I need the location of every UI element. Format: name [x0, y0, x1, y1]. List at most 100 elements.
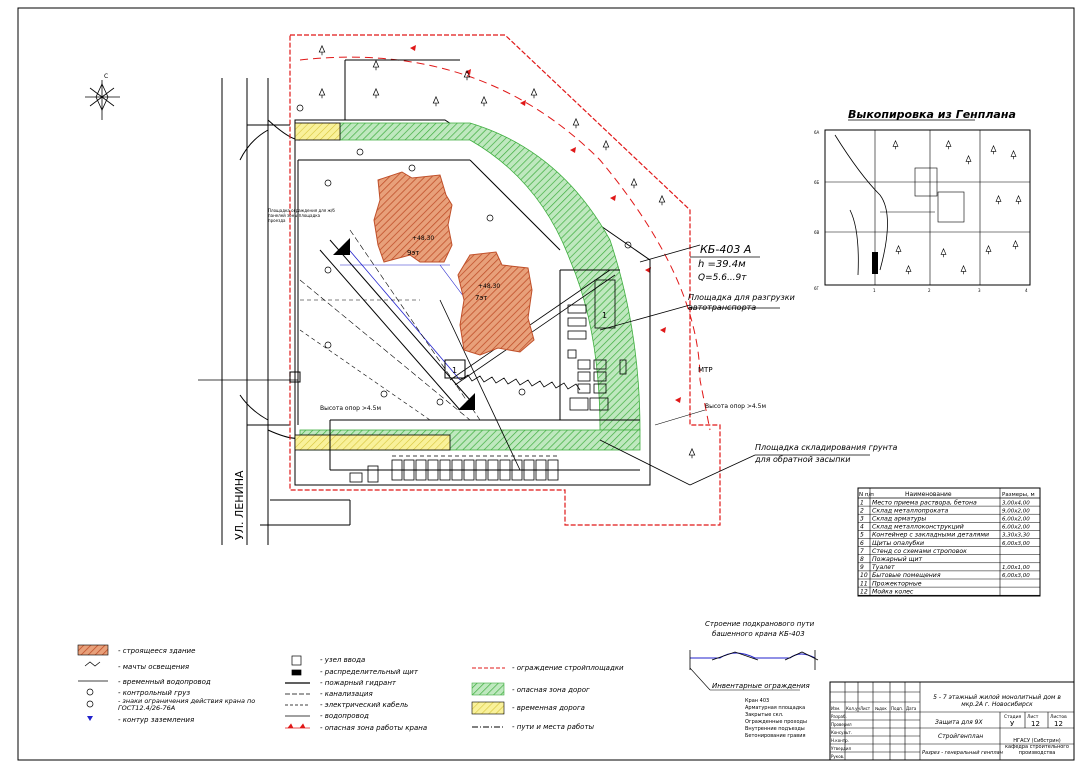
table-header-name: Наименование: [905, 491, 952, 498]
table-cell: 2: [860, 507, 864, 514]
storage-blocks: [567, 279, 627, 411]
legend-crane-danger: - опасная зона работы крана: [320, 724, 427, 732]
svg-text:Н.контр.: Н.контр.: [831, 738, 849, 743]
svg-text:КБ-403 А: КБ-403 А: [700, 243, 751, 256]
svg-text:Подп.: Подп.: [891, 706, 903, 711]
track-section: Строение подкранового пути башенного кра…: [689, 620, 819, 739]
svg-text:Лист: Лист: [860, 706, 871, 711]
soil-area-callout: Площадка складирования грунта для обратн…: [599, 439, 898, 486]
table-cell: Щиты опалубки: [872, 539, 924, 547]
svg-text:Q=5.6...9т: Q=5.6...9т: [698, 273, 747, 283]
legend-site-fence: - ограждение стройплощадки: [512, 664, 624, 672]
crane-towers: 1: [333, 238, 475, 410]
input-node-icon: [289, 371, 301, 383]
svg-text:Огражденные проходы: Огражденные проходы: [745, 719, 807, 725]
table-cell: Контейнер с закладными деталями: [872, 532, 989, 539]
light-masts: [296, 104, 632, 406]
title-org: НГАСУ (Сибстрин) кафедра строительного п…: [1004, 738, 1069, 756]
title-sheet-title: Защита для 9Х: [935, 719, 983, 726]
table-cell: 6,00х2,00: [1002, 525, 1030, 531]
danger-zone-flags: [410, 45, 681, 403]
svg-text:автотранспорта: автотранспорта: [688, 303, 756, 312]
title-sheets-num: 12: [1054, 720, 1063, 728]
table-cell: 11: [860, 580, 868, 587]
svg-text:2: 2: [928, 288, 931, 293]
legend-sewer: - канализация: [320, 690, 373, 698]
svg-text:Площадка для разгрузки: Площадка для разгрузки: [688, 293, 795, 302]
svg-text:1: 1: [873, 288, 876, 293]
table-cell: Склад арматуры: [872, 516, 926, 523]
table-cell: 6,00х3,00: [1002, 573, 1030, 579]
building-7-mark: +48.30: [478, 283, 500, 290]
table-header-size: Размеры, м: [1002, 492, 1035, 498]
svg-text:Консульт.: Консульт.: [831, 730, 852, 735]
svg-text:Утвердил: Утвердил: [831, 746, 851, 751]
svg-text:Бетонирование гравия: Бетонирование гравия: [745, 733, 806, 739]
table-cell: 3,00х4,00: [1002, 500, 1030, 506]
table-cell: Стенд со схемами строповок: [872, 548, 967, 555]
temp-road-top: [294, 122, 341, 141]
title-stage: У: [1010, 720, 1015, 728]
table-cell: 4: [860, 524, 864, 531]
building-9-mark: +48.30: [412, 235, 434, 242]
mtp-label: МТР: [698, 366, 713, 374]
svg-text:Изм.: Изм.: [831, 706, 840, 711]
svg-text:Арматурная площадка: Арматурная площадка: [745, 705, 805, 711]
legend-water-main: - водопровод: [320, 712, 369, 720]
svg-text:Дата: Дата: [906, 706, 917, 711]
svg-text:Площадка складирования грунта: Площадка складирования грунта: [755, 443, 898, 452]
site-boundary: [294, 59, 651, 486]
svg-text:Закрытые скл.: Закрытые скл.: [745, 712, 784, 718]
legend-input-node: - узел ввода: [320, 656, 365, 664]
barracks-row: [349, 455, 560, 483]
support-leader: [654, 409, 706, 426]
title-drawing-name: Стройгенплан: [938, 733, 983, 740]
svg-text:С: С: [104, 73, 108, 80]
sheet-frame: [17, 7, 1075, 761]
table-cell: Склад металлоконструкций: [872, 524, 964, 531]
table-cell: 3,30х3,30: [1002, 533, 1030, 539]
support-height-right: Высота опор >4.5м: [705, 403, 766, 410]
svg-text:Стадия: Стадия: [1004, 714, 1022, 720]
table-cell: Бытовые помещения: [872, 572, 941, 579]
svg-text:6В: 6В: [814, 230, 820, 235]
table-cell: 6,00х3,00: [1002, 541, 1030, 547]
support-height-left: Высота опор >4.5м: [320, 405, 381, 412]
table-cell: Мойка колес: [872, 588, 914, 595]
table-cell: Склад металлопроката: [872, 507, 949, 514]
svg-text:Лист: Лист: [1027, 714, 1039, 720]
table-cell: 7: [860, 548, 864, 555]
svg-text:башенного крана КБ-403: башенного крана КБ-403: [712, 630, 805, 638]
storage-label-1: 1: [602, 311, 607, 320]
table-cell: Прожекторные: [872, 580, 922, 587]
legend: - строящееся здание - мачты освещения - …: [77, 644, 624, 732]
svg-text:Выкопировка из Генплана: Выкопировка из Генплана: [848, 108, 1016, 121]
legend-distribution-board: - распределительный щит: [320, 668, 419, 676]
svg-text:Проверил: Проверил: [831, 722, 852, 727]
table-cell: 10: [860, 572, 868, 579]
svg-text:Руков.: Руков.: [831, 754, 844, 759]
svg-text:Строение подкранового пути: Строение подкранового пути: [705, 620, 815, 628]
street-label: УЛ. ЛЕНИНА: [233, 470, 246, 540]
legend-fire-hydrant: - пожарный гидрант: [320, 679, 397, 687]
street-lines: [221, 78, 351, 545]
svg-text:6Г: 6Г: [814, 286, 820, 291]
legend-grounding: - контур заземления: [118, 716, 194, 724]
inset-map: Выкопировка из Генплана 6А 6Б 6В 6Г: [814, 108, 1031, 293]
building-7-floor: [457, 251, 535, 356]
legend-temp-water: - временный водопровод: [118, 678, 211, 686]
svg-text:1: 1: [452, 366, 457, 375]
legend-control-load: - контрольный груз: [118, 689, 190, 697]
svg-text:3: 3: [978, 288, 981, 293]
temp-road-bottom: [294, 434, 451, 451]
svg-text:h =39.4м: h =39.4м: [698, 259, 746, 270]
title-block: Изм. Кол.уч Лист №док Подп. Дата Разраб.…: [829, 681, 1075, 761]
building-7-label: 7эт: [475, 294, 487, 302]
title-subtitle: Разрез - генеральный генплан: [922, 750, 1004, 756]
title-sheet-num: 12: [1031, 720, 1040, 728]
svg-text:4: 4: [1025, 288, 1028, 293]
site-fence: [289, 34, 721, 526]
table-cell: 6,00х2,00: [1002, 517, 1030, 523]
table-cell: 6: [860, 540, 864, 547]
